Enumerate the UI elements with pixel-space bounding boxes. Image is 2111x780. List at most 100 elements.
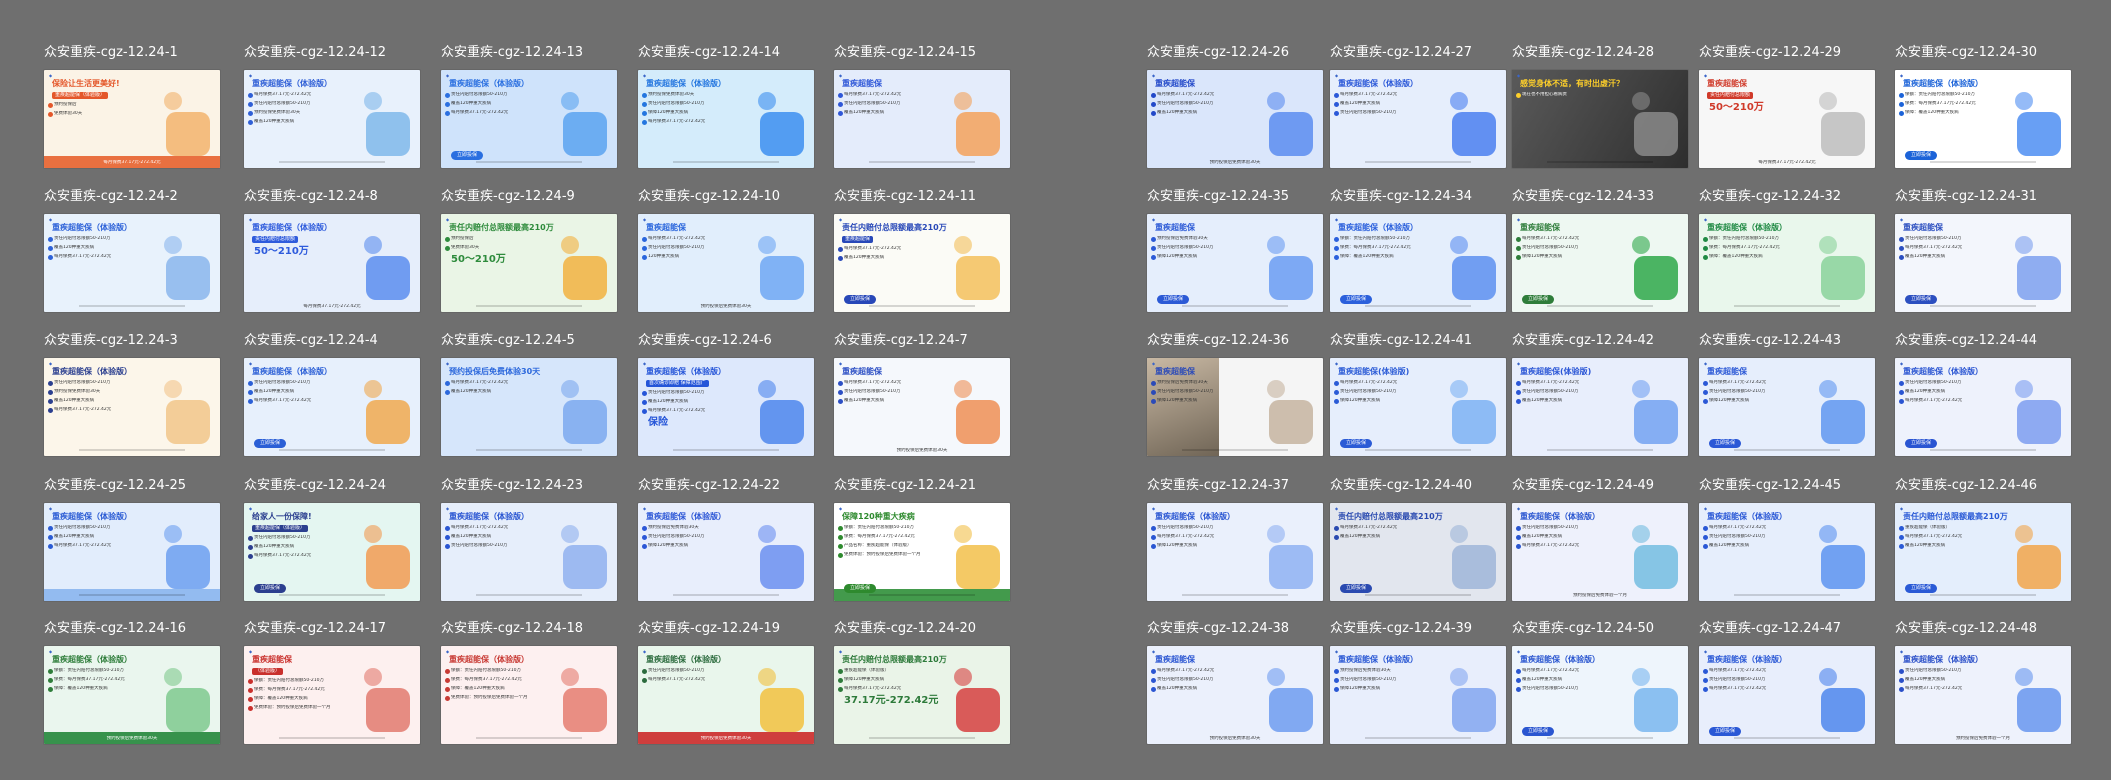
- asset-thumbnail[interactable]: ◆重疾超能保（体验版）预约投保后免费体验30天责任内赔付总限额50-210万保障…: [1330, 646, 1506, 744]
- cta-button[interactable]: 立即投保: [1709, 439, 1742, 448]
- illustration-graphic: [1269, 256, 1313, 300]
- thumb-line: 覆盖120种重大疾病: [1709, 543, 1750, 548]
- asset-thumbnail[interactable]: ◆重疾超能保（体验版）责任内赔付总限额50-210万覆盖120种重大疾病每月保费…: [1895, 358, 2071, 456]
- fine-print: [1547, 737, 1653, 739]
- cta-button[interactable]: 立即投保: [1905, 295, 1938, 304]
- asset-thumbnail[interactable]: ◆重疾超能保（体验版）责任内赔付总限额50-210万覆盖120种重大疾病每月保费…: [244, 358, 420, 456]
- asset-thumbnail[interactable]: ◆责任内赔付总限额最高210万重疾超能保每月保费37.17元-272.42元覆盖…: [834, 214, 1010, 312]
- asset-thumbnail[interactable]: ◆重疾超能保（体验版）保额：责任内赔付总限额50-210万保费：每月保费37.1…: [44, 646, 220, 744]
- asset-thumbnail[interactable]: ◆重疾超能保（体验版）责任内赔付总限额50-210万覆盖120种重大疾病每月保费…: [44, 214, 220, 312]
- asset-thumbnail[interactable]: ◆重疾超能保（体验版）责任内赔付总限额50-210万预约投保免费体验30天覆盖1…: [44, 358, 220, 456]
- gallery-cell: 众安重疾-cgz-12.24-34◆重疾超能保（体验版）保额：责任内赔付总限额5…: [1330, 188, 1510, 312]
- asset-thumbnail[interactable]: ◆重疾超能保（体验版）预约投保后免费体验30天责任内赔付总限额50-210万保障…: [638, 503, 814, 601]
- brand-logo: ◆: [1704, 649, 1708, 654]
- asset-thumbnail[interactable]: ◆重疾超能保每月保费37.17元-272.42元责任内赔付总限额50-210万保…: [1512, 214, 1688, 312]
- cta-button[interactable]: 立即投保: [1905, 439, 1938, 448]
- asset-thumbnail[interactable]: ◆给家人一份保障!重疾超能保（体验版）责任内赔付总限额50-210万覆盖120种…: [244, 503, 420, 601]
- asset-thumbnail[interactable]: ◆重疾超能保(体验版)每月保费37.17元-272.42元责任内赔付总限额50-…: [1512, 358, 1688, 456]
- thumb-line: 覆盖120种重大疾病: [1905, 254, 1946, 259]
- asset-thumbnail[interactable]: ◆责任内赔付总限额最高210万重疾超能保（体验版）每月保费37.17元-272.…: [1895, 503, 2071, 601]
- cta-button[interactable]: 立即投保: [844, 295, 877, 304]
- asset-thumbnail[interactable]: ◆重疾超能保责任内赔付总限额50-210万每月保费37.17元-272.42元覆…: [1895, 214, 2071, 312]
- asset-thumbnail[interactable]: ◆重疾超能保（体验版）每月保费37.17元-272.42元覆盖120种重大疾病责…: [441, 503, 617, 601]
- check-icon: [1703, 236, 1708, 242]
- illustration-graphic: [563, 256, 607, 300]
- asset-thumbnail[interactable]: ◆重疾超能保每月保费37.17元-272.42元责任内赔付总限额50-210万覆…: [1147, 70, 1323, 168]
- asset-thumbnail[interactable]: ◆重疾超能保（体验版）保额：责任内赔付总限额50-210万保费：每月保费37.1…: [441, 646, 617, 744]
- thumb-line: 覆盖120种重大疾病: [54, 245, 95, 250]
- asset-thumbnail[interactable]: ◆重疾超能保（体验版）保额：责任内赔付总限额50-210万保费：每月保费37.1…: [244, 646, 420, 744]
- brand-logo: ◆: [249, 506, 253, 511]
- cta-button[interactable]: 立即投保: [254, 439, 287, 448]
- check-icon: [1899, 686, 1904, 692]
- asset-thumbnail[interactable]: ◆重疾超能保预约投保后免费体验30天责任内赔付总限额50-210万保障120种重…: [1147, 358, 1323, 456]
- asset-thumbnail[interactable]: ◆重疾超能保（体验版）责任内赔付总限额50-210万覆盖120种重大疾病每月保费…: [44, 503, 220, 601]
- cta-button[interactable]: 立即投保: [1340, 439, 1373, 448]
- illustration-graphic: [563, 688, 607, 732]
- asset-thumbnail[interactable]: ◆重疾超能保（体验版）每月保费37.17元-272.42元覆盖120种重大疾病责…: [1330, 70, 1506, 168]
- asset-thumbnail[interactable]: ◆预约投保后免费体验30天每月保费37.17元-272.42元覆盖120种重大疾…: [441, 358, 617, 456]
- asset-filename: 众安重疾-cgz-12.24-31: [1895, 189, 2038, 204]
- cta-button[interactable]: 立即投保: [1905, 151, 1938, 160]
- thumb-headline: 重疾超能保: [1707, 367, 1747, 376]
- asset-thumbnail[interactable]: ◆重疾超能保（体验版）责任内赔付总限额50-210万每月保费37.17元-272…: [638, 646, 814, 744]
- thumb-headline: 重疾超能保: [1155, 367, 1195, 376]
- cta-button[interactable]: 立即投保: [451, 151, 484, 160]
- illustration-graphic: [1634, 112, 1678, 156]
- thumb-line: 免费体验：预约投保后免费体验一个月: [844, 552, 921, 557]
- cta-button[interactable]: 立即投保: [1340, 584, 1373, 593]
- asset-thumbnail[interactable]: ◆重疾超能保（体验版）每月保费37.17元-272.42元责任内赔付总限额50-…: [1699, 646, 1875, 744]
- asset-thumbnail[interactable]: ◆重疾超能保（体验版）每月保费37.17元-272.42元责任内赔付总限额50-…: [244, 70, 420, 168]
- illustration-graphic: [1634, 256, 1678, 300]
- check-icon: [642, 101, 647, 107]
- thumb-headline: 责任内赔付总限额最高210万: [1903, 512, 2008, 521]
- asset-thumbnail[interactable]: ◆重疾超能保预约投保后免费体验30天责任内赔付总限额50-210万保障120种重…: [1147, 214, 1323, 312]
- asset-thumbnail[interactable]: ◆重疾超能保（体验版）首次确诊即赔 保障范围广责任内赔付总限额50-210万覆盖…: [638, 358, 814, 456]
- asset-thumbnail[interactable]: ◆重疾超能保（体验版）责任内赔付总限额50-210万每月保费37.17元-272…: [1147, 503, 1323, 601]
- asset-thumbnail[interactable]: ◆重疾超能保（体验版）责任内赔付总限额50-210万覆盖120种重大疾病每月保费…: [441, 70, 617, 168]
- asset-thumbnail[interactable]: ◆重疾超能保（体验版）每月保费37.17元-272.42元覆盖120种重大疾病责…: [1512, 646, 1688, 744]
- cta-button[interactable]: 立即投保: [1157, 295, 1190, 304]
- cta-button[interactable]: 立即投保: [1709, 727, 1742, 736]
- asset-thumbnail[interactable]: ◆保险让生活更美好!重疾超能保（体验版）预约投保后免费体验30天每月保费37.1…: [44, 70, 220, 168]
- asset-thumbnail[interactable]: ◆重疾超能保每月保费37.17元-272.42元责任内赔付总限额50-210万覆…: [834, 70, 1010, 168]
- check-icon: [48, 534, 53, 540]
- asset-thumbnail[interactable]: ◆重疾超能保（体验版）保额：责任内赔付总限额50-210万保费：每月保费37.1…: [1895, 70, 2071, 168]
- check-icon: [1899, 236, 1904, 242]
- asset-thumbnail[interactable]: ◆重疾超能保（体验版）保额：责任内赔付总限额50-210万保费：每月保费37.1…: [1330, 214, 1506, 312]
- asset-thumbnail[interactable]: ◆重疾超能保每月保费37.17元-272.42元责任内赔付总限额50-210万覆…: [834, 358, 1010, 456]
- asset-thumbnail[interactable]: ◆感觉身体不适，有时出虚汗？现在也不用担心看病贵: [1512, 70, 1688, 168]
- gallery-cell: 众安重疾-cgz-12.24-14◆重疾超能保（体验版）预约投保免费体验30天责…: [638, 44, 818, 168]
- cta-button[interactable]: 立即投保: [1522, 727, 1555, 736]
- asset-thumbnail[interactable]: ◆责任内赔付总限额最高210万每月保费37.17元-272.42元覆盖120种重…: [1330, 503, 1506, 601]
- asset-thumbnail[interactable]: ◆重疾超能保(体验版)每月保费37.17元-272.42元责任内赔付总限额50-…: [1330, 358, 1506, 456]
- asset-thumbnail[interactable]: ◆重疾超能保每月保费37.17元-272.42元责任内赔付总限额50-210万保…: [1699, 358, 1875, 456]
- asset-filename: 众安重疾-cgz-12.24-38: [1147, 621, 1290, 636]
- asset-thumbnail[interactable]: ◆重疾超能保（体验版）预约投保免费体验30天责任内赔付总限额50-210万保障1…: [638, 70, 814, 168]
- cta-button[interactable]: 立即投保: [254, 584, 287, 593]
- thumb-footnote: 每月保费37.17元-272.42元: [303, 304, 361, 309]
- asset-thumbnail[interactable]: ◆责任内赔付总限额最高210万重疾超能保（体验版）保障120种重大疾病每月保费3…: [834, 646, 1010, 744]
- asset-thumbnail[interactable]: ◆重疾超能保（体验版）每月保费37.17元-272.42元责任内赔付总限额50-…: [1699, 503, 1875, 601]
- cta-button[interactable]: 立即投保: [844, 584, 877, 593]
- cta-button[interactable]: 立即投保: [1905, 584, 1938, 593]
- thumb-headline: 保险让生活更美好!: [52, 79, 120, 88]
- fine-print: [1365, 449, 1471, 451]
- thumb-line: 责任内赔付总限额50-210万: [1157, 677, 1214, 682]
- gallery-cell: 众安重疾-cgz-12.24-11◆责任内赔付总限额最高210万重疾超能保每月保…: [834, 188, 1014, 312]
- thumb-line: 每月保费37.17元-272.42元: [54, 407, 112, 412]
- check-icon: [1334, 101, 1339, 107]
- asset-thumbnail[interactable]: ◆重疾超能保每月保费37.17元-272.42元责任内赔付总限额50-210万覆…: [1147, 646, 1323, 744]
- check-icon: [838, 389, 843, 395]
- asset-thumbnail[interactable]: ◆保障120种重大疾病保额：责任内赔付总限额50-210万保费：每月保费37.1…: [834, 503, 1010, 601]
- asset-thumbnail[interactable]: ◆重疾超能保（体验版）责任内赔付总限额50-210万覆盖120种重大疾病每月保费…: [1512, 503, 1688, 601]
- asset-thumbnail[interactable]: ◆重疾超能保（体验版）保额：责任内赔付总限额50-210万保费：每月保费37.1…: [1699, 214, 1875, 312]
- cta-button[interactable]: 立即投保: [1522, 295, 1555, 304]
- cta-button[interactable]: 立即投保: [1340, 295, 1373, 304]
- asset-thumbnail[interactable]: ◆重疾超能保（体验版）责任内赔付总限额50-210万覆盖120种重大疾病每月保费…: [1895, 646, 2071, 744]
- thumb-line: 责任内赔付总限额50-210万: [1340, 677, 1397, 682]
